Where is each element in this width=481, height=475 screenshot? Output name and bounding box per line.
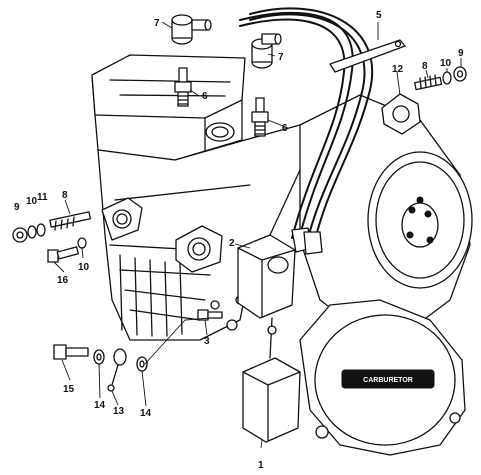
callout-2: 2 (229, 238, 235, 249)
bolt-15 (53, 344, 89, 360)
cable-bracket (329, 39, 406, 73)
callout-8-left: 8 (62, 190, 68, 201)
callout-10-lower: 10 (78, 262, 90, 273)
callout-11: 11 (37, 192, 48, 203)
engine-block (97, 124, 321, 341)
callout-3: 3 (204, 336, 210, 347)
washer-14-left (93, 349, 105, 365)
callout-labels: 7 7 5 6 6 8 10 9 12 9 10 11 8 10 16 2 3 … (14, 10, 464, 471)
callout-5: 5 (376, 10, 382, 21)
callout-9-right: 9 (458, 48, 464, 59)
nut-right (453, 66, 467, 82)
spark-plug-right (251, 97, 269, 137)
recoil-cover: CARBURETOR (299, 299, 466, 456)
callout-6-left: 6 (202, 91, 208, 102)
spark-plug-left (174, 67, 192, 107)
stud-right (414, 74, 443, 91)
spark-plug-cables (239, 7, 373, 255)
callout-1: 1 (258, 460, 264, 471)
callout-12: 12 (392, 64, 404, 75)
callout-16: 16 (57, 275, 69, 286)
washer-16 (77, 237, 87, 249)
cdi-box (242, 317, 301, 443)
callout-7-top: 7 (154, 18, 160, 29)
callout-14-right: 14 (140, 408, 152, 419)
cylinder-head (91, 54, 246, 182)
washer-left (27, 225, 37, 239)
nut-left (12, 227, 28, 243)
callout-14-left: 14 (94, 400, 106, 411)
callout-15: 15 (63, 384, 75, 395)
bolt-16 (47, 246, 80, 263)
callout-7-bottom: 7 (278, 52, 284, 63)
callout-9-left: 9 (14, 202, 20, 213)
magneto-housing (299, 94, 473, 331)
gasket (381, 93, 421, 135)
callout-10-left: 10 (26, 196, 38, 207)
bolt-3 (197, 309, 238, 331)
ignition-coil (237, 234, 296, 319)
clamp-13 (107, 348, 127, 392)
callout-6-right: 6 (282, 123, 288, 134)
lock-washer-left (36, 223, 46, 237)
cover-badge: CARBURETOR (363, 377, 413, 384)
plug-cap-bottom (251, 33, 282, 69)
plug-cap-top (171, 14, 212, 45)
washer-right (442, 71, 452, 85)
callout-10-right: 10 (440, 58, 452, 69)
callout-13: 13 (113, 406, 125, 417)
callout-8-right: 8 (422, 61, 428, 72)
leader-lines (53, 21, 462, 449)
stud-left (49, 211, 92, 231)
